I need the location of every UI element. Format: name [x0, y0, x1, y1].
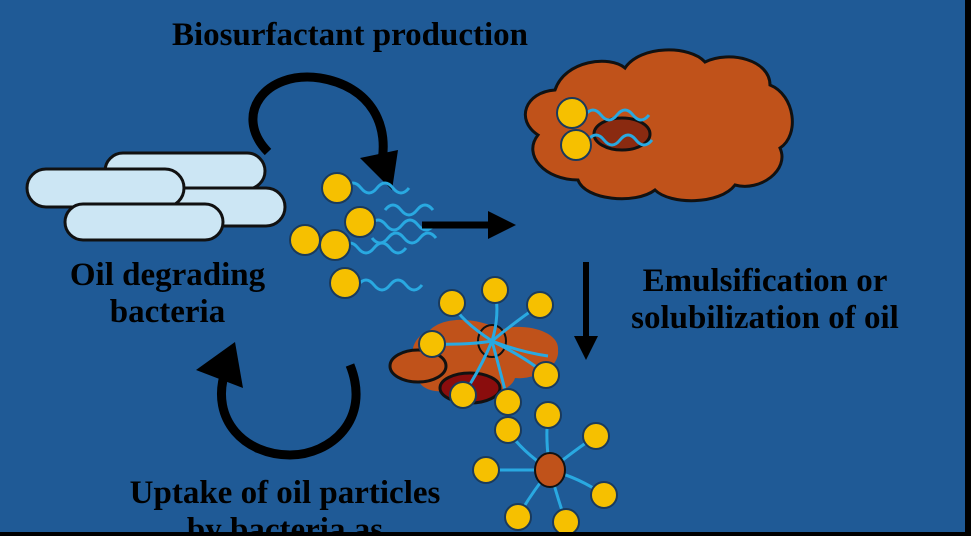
surfactant-head: [319, 229, 351, 261]
oil-degrading-bacteria-label: Oil degrading bacteria: [40, 257, 295, 331]
surfactant-head: [552, 508, 580, 532]
uptake-cycle-arrow: [196, 342, 361, 460]
surfactant-heads: [289, 172, 376, 299]
micelle-lower: [472, 401, 618, 532]
surfactant-head: [532, 361, 560, 389]
surfactant-head: [590, 481, 618, 509]
emulsification-label: Emulsification or solubilization of oil: [600, 263, 930, 337]
bacteria-label-line-2: bacteria: [109, 294, 226, 330]
uptake-label-line-2: by bacteria as: [186, 512, 384, 536]
surfactant-head: [481, 276, 509, 304]
surfactant-head: [534, 401, 562, 429]
surfactant-head: [329, 267, 361, 299]
bacteria-label-line-1: Oil degrading: [69, 257, 266, 293]
surfactant-head: [526, 291, 554, 319]
bacteria-cluster: [25, 151, 287, 242]
emulsification-label-line-2: solubilization of oil: [631, 300, 899, 336]
surfactant-head: [494, 416, 522, 444]
production-cycle-arrow: [248, 72, 398, 190]
surfactant-head: [438, 289, 466, 317]
micelle-tails-upper: [431, 289, 549, 403]
surfactant-head: [560, 129, 592, 161]
surfactant-head: [289, 224, 321, 256]
surfactant-head: [472, 456, 500, 484]
oil-cloud: [523, 48, 794, 203]
micelle-core: [534, 452, 566, 488]
bacterium-rod: [63, 202, 225, 242]
uptake-label-line-1: Uptake of oil particles: [129, 475, 441, 511]
surfactant-head: [556, 97, 588, 129]
surfactant-head: [321, 172, 353, 204]
surfactant-head: [504, 503, 532, 531]
surfactant-head: [344, 206, 376, 238]
surfactant-head: [418, 330, 446, 358]
bacterium-rod: [25, 167, 186, 209]
emulsification-label-line-1: Emulsification or: [642, 263, 888, 299]
surfactant-head: [582, 422, 610, 450]
uptake-label: Uptake of oil particles by bacteria as: [70, 475, 500, 536]
surfactant-head: [494, 388, 522, 416]
surfactant-head: [449, 381, 477, 409]
free-biosurfactants: [340, 181, 438, 292]
biosurfactant-production-label: Biosurfactant production: [171, 17, 528, 53]
micelle-heads-upper: [418, 276, 560, 416]
